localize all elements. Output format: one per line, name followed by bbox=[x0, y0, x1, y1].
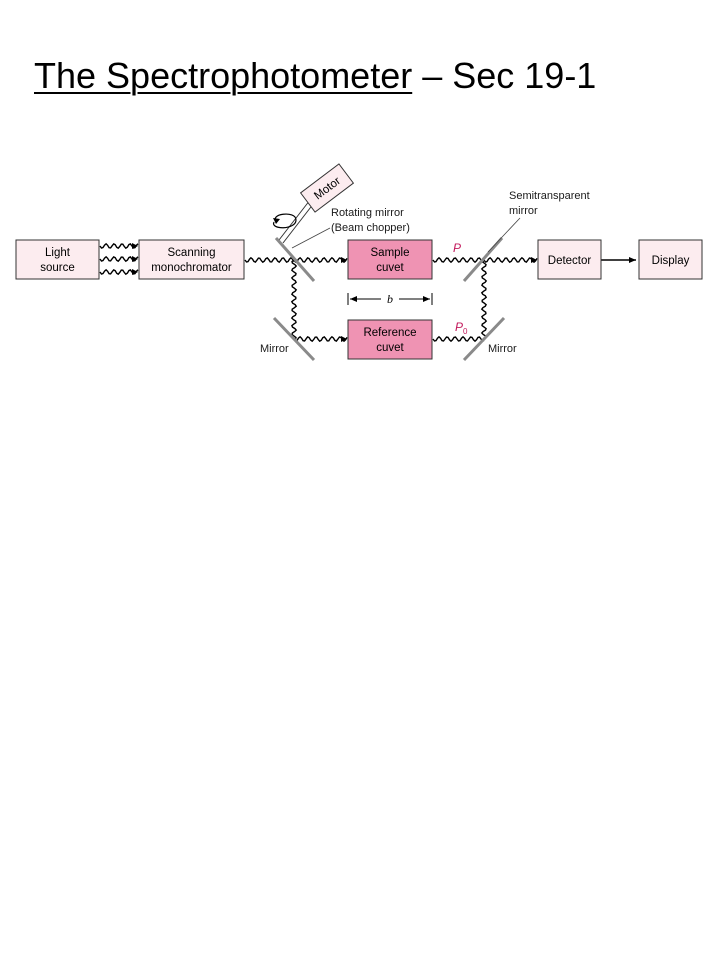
beam-to-reference bbox=[293, 335, 348, 343]
display-box: Display bbox=[638, 239, 703, 280]
spectrophotometer-diagram: Light source Scanning monochromator Samp… bbox=[15, 163, 703, 362]
power-sample-label: P bbox=[453, 241, 461, 255]
rotating-mirror bbox=[274, 237, 316, 282]
beam-source-2 bbox=[99, 255, 139, 263]
title-main: The Spectrophotometer bbox=[34, 55, 413, 96]
rotation-arrowhead-icon bbox=[273, 218, 280, 224]
beam-source-2-arrowhead bbox=[132, 256, 138, 262]
semitransparent-mirror-leader bbox=[487, 217, 521, 253]
left-mirror-label: Mirror bbox=[260, 343, 289, 355]
sample-cuvet-box: Sample cuvet bbox=[347, 239, 433, 280]
semitransparent-mirror-label-2: mirror bbox=[509, 205, 538, 217]
reference-cuvet-box: Reference cuvet bbox=[347, 319, 433, 360]
beam-mono-to-chopper bbox=[244, 256, 295, 264]
sample-cuvet-label-2: cuvet bbox=[376, 262, 404, 274]
left-mirror bbox=[272, 316, 316, 362]
detector-label: Detector bbox=[548, 255, 592, 267]
light-source-box: Light source bbox=[15, 239, 100, 280]
beam-source-3-arrowhead bbox=[132, 269, 138, 275]
power-reference-label: P0 bbox=[455, 320, 468, 336]
beam-to-detector-arrowhead bbox=[531, 257, 537, 263]
right-mirror-label: Mirror bbox=[488, 343, 517, 355]
beam-chopper-to-sample-arrowhead bbox=[341, 257, 347, 263]
rotation-arrow-icon bbox=[273, 213, 297, 229]
slide-title: The Spectrophotometer – Sec 19-1 bbox=[34, 54, 596, 98]
rotating-mirror-leader bbox=[291, 227, 331, 249]
title-section: – Sec 19-1 bbox=[412, 55, 597, 96]
beam-source-3 bbox=[99, 268, 139, 276]
beam-to-reference-arrowhead bbox=[341, 336, 347, 342]
motor: Motor bbox=[273, 163, 355, 244]
light-beams bbox=[99, 242, 538, 343]
beam-source-1 bbox=[99, 242, 139, 250]
semitransparent-mirror bbox=[462, 237, 504, 282]
beam-source-1-arrowhead bbox=[132, 243, 138, 249]
monochromator-label-1: Scanning bbox=[168, 247, 216, 259]
beam-to-detector bbox=[483, 256, 538, 264]
rotating-mirror-label-2: (Beam chopper) bbox=[331, 222, 410, 234]
semitransparent-mirror-label-1: Semitransparent bbox=[509, 190, 590, 202]
sample-cuvet-label-1: Sample bbox=[371, 247, 410, 259]
reference-cuvet-label-1: Reference bbox=[363, 327, 416, 339]
beam-chopper-to-sample bbox=[293, 256, 348, 264]
beam-reference-up bbox=[480, 259, 488, 340]
right-mirror bbox=[462, 316, 506, 362]
path-length-label: b bbox=[387, 292, 393, 306]
light-source-label-1: Light bbox=[45, 247, 71, 259]
display-label: Display bbox=[652, 255, 690, 267]
reference-cuvet-label-2: cuvet bbox=[376, 342, 404, 354]
detector-box: Detector bbox=[537, 239, 602, 280]
monochromator-box: Scanning monochromator bbox=[138, 239, 245, 280]
rotating-mirror-label-1: Rotating mirror bbox=[331, 207, 404, 219]
path-length-indicator: b bbox=[347, 292, 433, 306]
beam-sample-out bbox=[432, 256, 485, 264]
power-reference-symbol: P bbox=[455, 320, 463, 334]
power-reference-subscript: 0 bbox=[463, 327, 468, 336]
light-source-label-2: source bbox=[40, 262, 75, 274]
beam-reference-out bbox=[432, 335, 485, 343]
monochromator-label-2: monochromator bbox=[151, 262, 232, 274]
beam-chopper-down bbox=[290, 259, 298, 340]
